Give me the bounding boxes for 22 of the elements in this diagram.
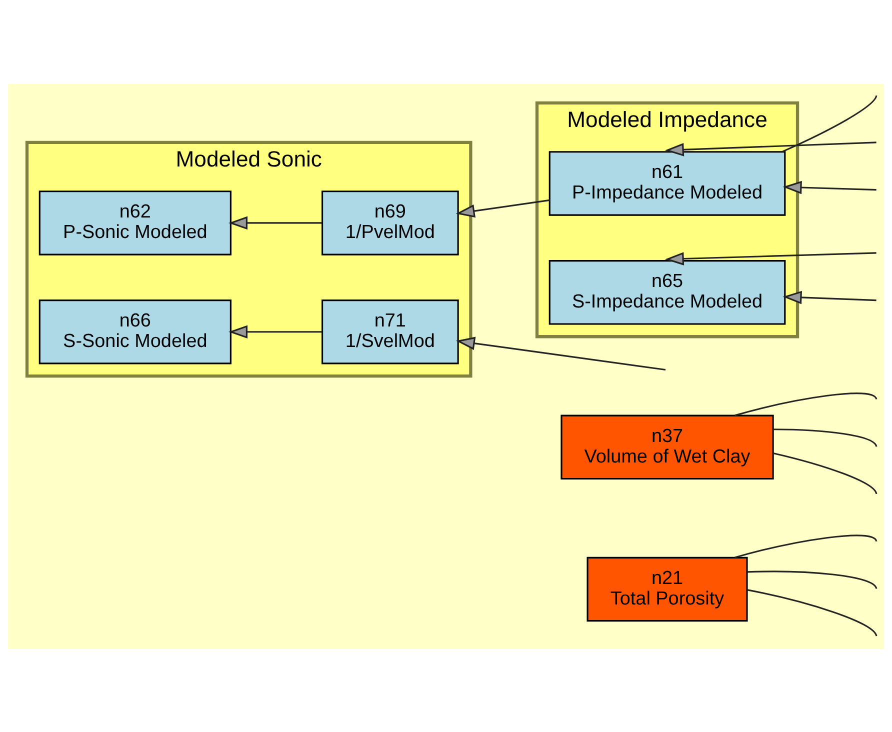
arrow <box>456 336 666 370</box>
arrow <box>228 324 322 338</box>
connector <box>734 534 878 558</box>
node-box: n37 Volume of Wet Clay <box>560 414 774 480</box>
connector <box>748 570 878 589</box>
arrow <box>782 180 876 194</box>
arrow <box>228 216 322 230</box>
node-box: n71 1/SvelMod <box>321 299 459 364</box>
arrow <box>664 141 876 156</box>
node-box: n21 Total Porosity <box>586 556 748 622</box>
node-box: n62 P-Sonic Modeled <box>38 190 232 255</box>
arrow <box>782 290 876 304</box>
node-box: n65 S-Impedance Modeled <box>548 260 786 324</box>
node-box: n69 1/PvelMod <box>321 190 459 255</box>
connector <box>773 428 878 446</box>
connector <box>773 452 878 494</box>
connector <box>747 588 878 636</box>
node-box: n66 S-Sonic Modeled <box>38 299 232 364</box>
connector <box>734 392 878 416</box>
node-box: n61 P-Impedance Modeled <box>548 150 786 216</box>
connector <box>782 94 878 152</box>
arrow <box>664 252 876 265</box>
